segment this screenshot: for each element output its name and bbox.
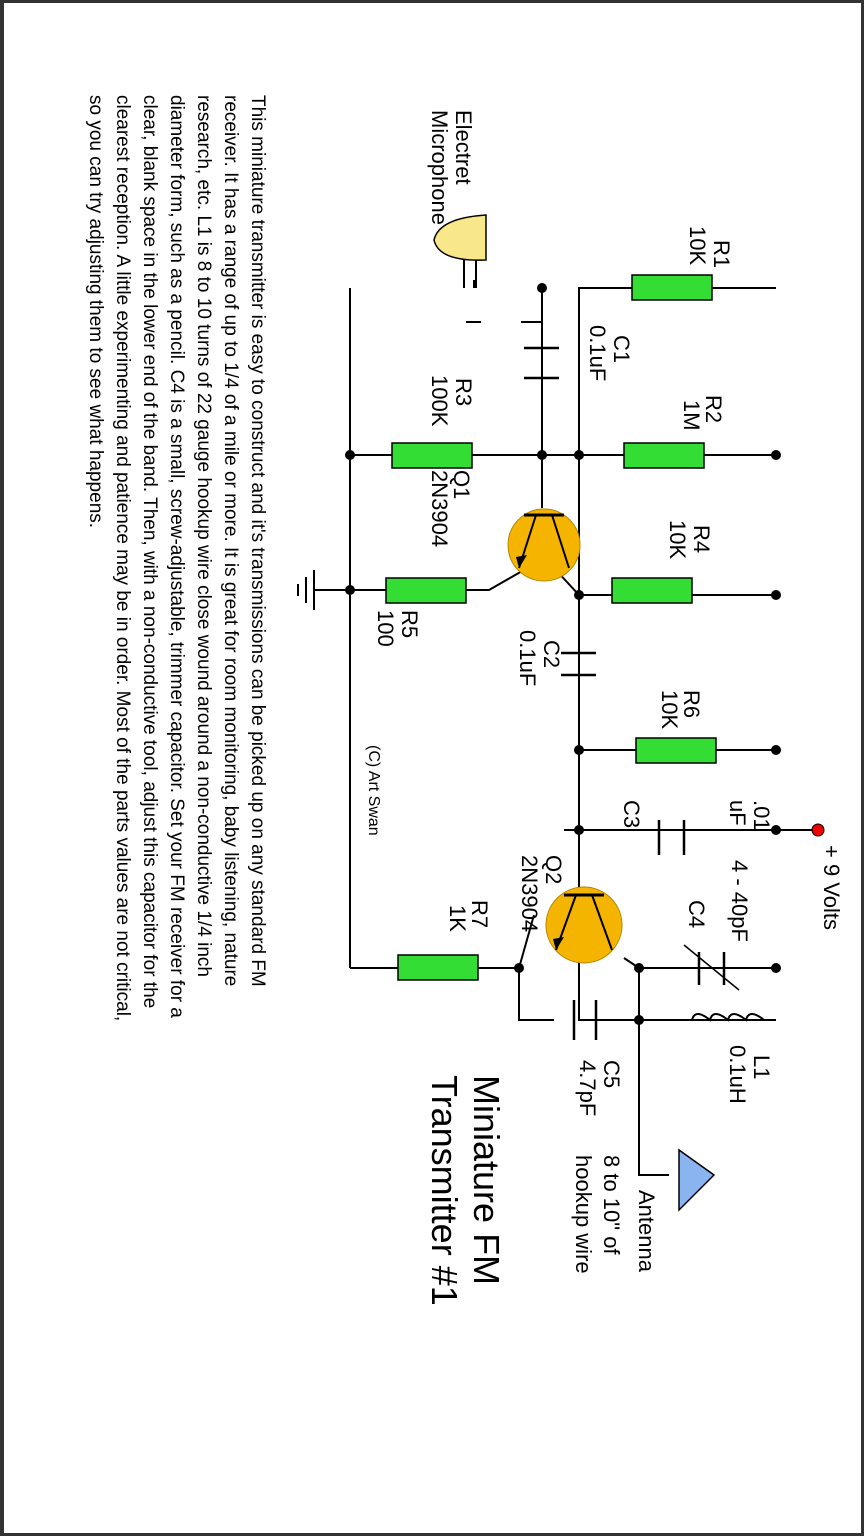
label-r3-name: R3 [451,378,476,406]
label-c4-name: C4 [684,900,709,928]
label-q2-name: Q2 [541,855,566,884]
label-r3-value: 100K [427,375,452,427]
description-line: so you can try adjusting them to see wha… [85,95,106,528]
label-r5-value: 100 [373,610,398,647]
antenna-icon [678,1148,716,1212]
label-c1-value: 0.1uF [585,325,610,381]
label-c3-value2: uF [725,800,750,826]
description-line: clearest reception. A little experimenti… [112,95,133,1021]
junction-dots [345,283,781,1025]
resistor-r2 [623,442,705,469]
label-r2-name: R2 [701,395,726,423]
diagram-title-line1: Miniature FM [466,1075,507,1285]
label-q1-type: 2N3904 [427,470,452,547]
label-r7-name: R7 [467,900,492,928]
description-line: This miniature transmitter is easy to co… [247,95,268,987]
transistor-q1 [507,508,581,582]
microphone-body [433,214,487,261]
label-r7-value: 1K [445,905,470,932]
transistor-q1-collector [551,514,570,569]
label-c5-name: C5 [599,1060,624,1088]
component-labels: R1 10K C1 0.1uF R2 1M R3 100K Q1 2N3904 … [365,110,844,1274]
supply-terminal-dot [811,823,825,837]
label-copyright: (C) Art Swan [365,745,382,836]
schematic-rotated-layer: R1 10K C1 0.1uF R2 1M R3 100K Q1 2N3904 … [85,95,844,1306]
diagram-title-line2: Transmitter #1 [424,1075,465,1306]
resistor-r4 [611,577,693,604]
c5-wire [518,968,554,1021]
label-r1-name: R1 [709,240,734,268]
capacitors [524,346,740,1040]
description-line: clear, blank space in the lower end of t… [139,95,160,1008]
description-line: diameter form, such as a pencil. C4 is a… [166,95,187,1018]
transistor-q1-arrow [516,555,527,568]
resistor-r5 [385,577,467,604]
label-c2-name: C2 [539,640,564,668]
label-c4-value: 4 - 40pF [727,860,752,942]
transistor-q2-body [545,886,623,964]
label-r1-value: 10K [685,226,710,265]
label-c2-value: 0.1uF [515,630,540,686]
label-q1-name: Q1 [449,470,474,499]
resistor-r1 [631,274,713,301]
transistor-q2-arrow [553,937,564,950]
label-l1-value: 0.1uH [725,1045,750,1104]
inductor-l1 [689,1013,765,1022]
resistor-r7 [397,954,479,981]
label-antenna-line3: hookup wire [571,1155,596,1274]
transistor-q2 [545,886,623,964]
description-paragraph: This miniature transmitter is easy to co… [85,95,268,1021]
label-r4-name: R4 [689,525,714,553]
label-r6-value: 10K [657,690,682,729]
antenna-wire [638,1020,669,1176]
transistor-q1-body [507,508,581,582]
resistor-r6 [635,737,717,764]
label-q2-type: 2N3904 [517,855,542,932]
label-r5-name: R5 [397,610,422,638]
wires [314,280,814,1176]
description-line: research, etc. L1 is 8 to 10 turns of 22… [193,95,214,977]
label-mic-line2: Microphone [427,110,452,225]
label-r4-value: 10K [665,520,690,559]
ground-icon [297,570,315,610]
label-r2-value: 1M [679,400,704,431]
label-mic-line1: Electret [451,110,476,185]
description-line: receiver. It has a range of up to 1/4 of… [220,95,241,986]
label-c5-value: 4.7pF [575,1060,600,1116]
label-antenna-line2: 8 to 10" of [599,1155,624,1255]
resistors [385,274,717,981]
transistor-q2-collector [591,894,613,951]
label-c3-name: C3 [619,800,644,828]
label-c1-name: C1 [609,335,634,363]
label-l1-name: L1 [749,1055,774,1079]
resistor-r3 [391,442,473,469]
label-antenna-line1: Antenna [634,1190,659,1273]
electret-microphone [433,214,487,288]
capacitor-c4-trimmer-arrow [683,944,740,991]
label-c3-value1: .01 [749,800,774,831]
label-r6-name: R6 [679,690,704,718]
label-supply: + 9 Volts [819,845,844,930]
